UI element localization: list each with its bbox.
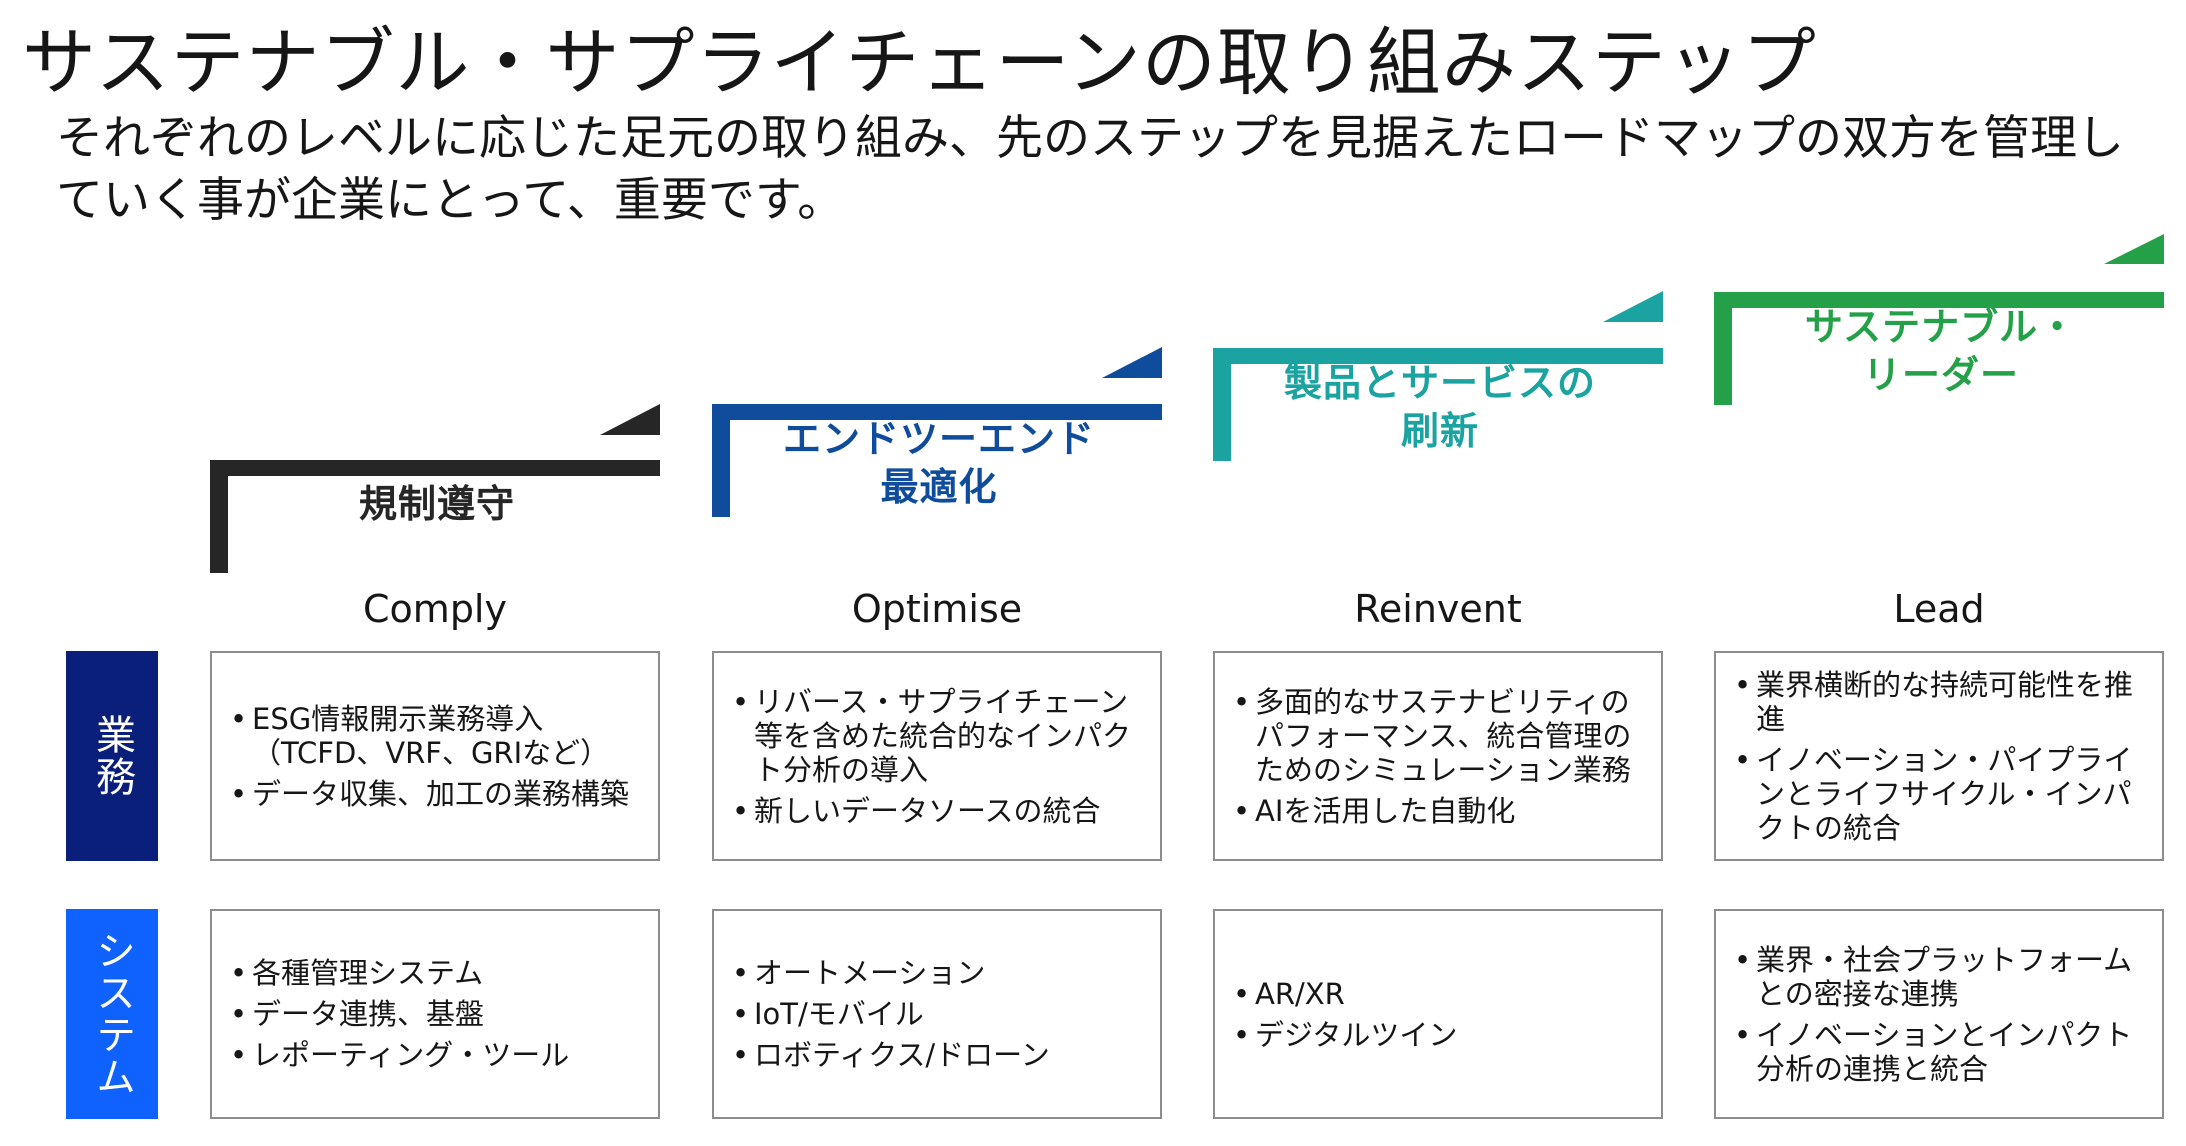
list-item: イノベーションとインパクト分析の連携と統合 bbox=[1734, 1018, 2146, 1086]
stage-title-lead: サステナブル・ リーダー bbox=[1804, 305, 2078, 397]
stair-step-optimise bbox=[712, 347, 1162, 517]
column-header-comply: Comply bbox=[363, 587, 507, 631]
system-box-reinvent: AR/XR デジタルツイン bbox=[1213, 909, 1663, 1119]
list-item: IoT/モバイル bbox=[732, 997, 1144, 1031]
stage-title-reinvent: 製品とサービスの 刷新 bbox=[1283, 361, 1596, 453]
list-item: ESG情報開示業務導入（TCFD、VRF、GRIなど） bbox=[230, 702, 642, 770]
list-item: AIを活用した自動化 bbox=[1233, 794, 1645, 828]
stage-title-optimise: エンドツーエンド 最適化 bbox=[782, 417, 1095, 509]
stair-triangle-comply bbox=[600, 404, 660, 435]
page-title: サステナブル・サプライチェーンの取り組みステップ bbox=[22, 20, 1817, 106]
list-item: ロボティクス/ドローン bbox=[732, 1038, 1144, 1072]
system-box-lead: 業界・社会プラットフォームとの密接な連携 イノベーションとインパクト分析の連携と… bbox=[1714, 909, 2164, 1119]
business-box-optimise: リバース・サプライチェーン等を含めた統合的なインパクト分析の導入 新しいデータソ… bbox=[712, 651, 1162, 861]
system-box-optimise: オートメーション IoT/モバイル ロボティクス/ドローン bbox=[712, 909, 1162, 1119]
list-item: データ収集、加工の業務構築 bbox=[230, 777, 642, 811]
stair-triangle-optimise bbox=[1102, 347, 1162, 378]
stair-triangle-reinvent bbox=[1603, 291, 1663, 322]
stair-bracket-optimise bbox=[712, 404, 1162, 517]
list-item: 新しいデータソースの統合 bbox=[732, 794, 1144, 828]
list-item: オートメーション bbox=[732, 956, 1144, 990]
list-item: データ連携、基盤 bbox=[230, 997, 642, 1031]
list-item: リバース・サプライチェーン等を含めた統合的なインパクト分析の導入 bbox=[732, 685, 1144, 787]
column-header-optimise: Optimise bbox=[851, 587, 1023, 631]
column-header-lead: Lead bbox=[1893, 587, 1985, 631]
stair-bracket-reinvent bbox=[1213, 348, 1663, 461]
business-box-lead: 業界横断的な持続可能性を推進 イノベーション・パイプラインとライフサイクル・イン… bbox=[1714, 651, 2164, 861]
list-item: 業界横断的な持続可能性を推進 bbox=[1734, 668, 2146, 736]
list-item: 各種管理システム bbox=[230, 956, 642, 990]
column-header-reinvent: Reinvent bbox=[1354, 587, 1522, 631]
stair-bracket-comply bbox=[210, 460, 660, 573]
row-label-business: 業務 bbox=[66, 651, 158, 861]
list-item: レポーティング・ツール bbox=[230, 1038, 642, 1072]
stair-step-reinvent bbox=[1213, 291, 1663, 461]
row-label-system: システム bbox=[66, 909, 158, 1119]
list-item: 多面的なサステナビリティのパフォーマンス、統合管理のためのシミュレーション業務 bbox=[1233, 685, 1645, 787]
row-label-system-text: システム bbox=[89, 930, 135, 1098]
list-item: イノベーション・パイプラインとライフサイクル・インパクトの統合 bbox=[1734, 743, 2146, 845]
stage-title-comply: 規制遵守 bbox=[358, 482, 515, 526]
list-item: デジタルツイン bbox=[1233, 1018, 1645, 1052]
stair-step-comply bbox=[210, 404, 660, 573]
stair-step-lead bbox=[1714, 234, 2164, 405]
stair-steps-graphic bbox=[210, 234, 2164, 573]
business-box-reinvent: 多面的なサステナビリティのパフォーマンス、統合管理のためのシミュレーション業務 … bbox=[1213, 651, 1663, 861]
list-item: 業界・社会プラットフォームとの密接な連携 bbox=[1734, 943, 2146, 1011]
business-box-comply: ESG情報開示業務導入（TCFD、VRF、GRIなど） データ収集、加工の業務構… bbox=[210, 651, 660, 861]
page-subtitle: それぞれのレベルに応じた足元の取り組み、先のステップを見据えたロードマップの双方… bbox=[56, 111, 2124, 228]
list-item: AR/XR bbox=[1233, 977, 1645, 1011]
stair-bracket-lead bbox=[1714, 292, 2164, 405]
system-box-comply: 各種管理システム データ連携、基盤 レポーティング・ツール bbox=[210, 909, 660, 1119]
stair-triangle-lead bbox=[2104, 234, 2164, 264]
row-label-business-text: 業務 bbox=[89, 714, 135, 798]
